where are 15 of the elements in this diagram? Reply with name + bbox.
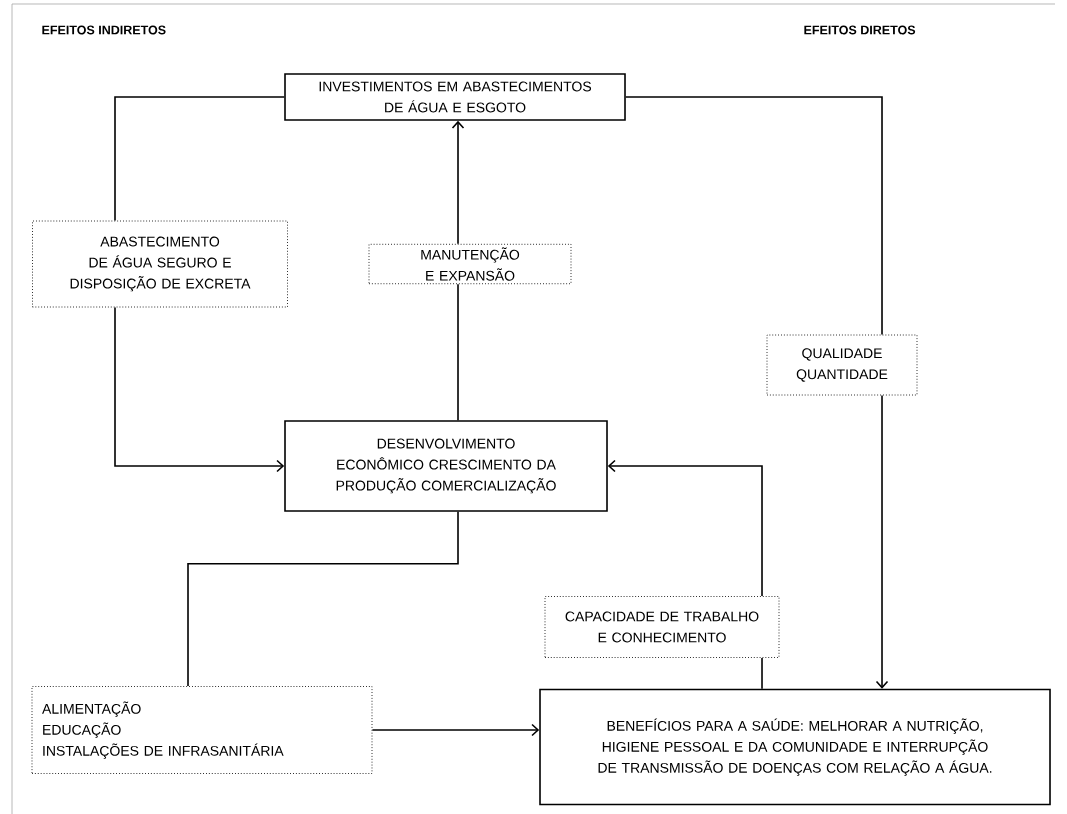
- note-box: CAPACIDADE DE TRABALHO E CONHECIMENTO: [544, 596, 780, 658]
- note-box: ALIMENTAÇÃO EDUCAÇÃO INSTALAÇÕES DE INFRASANITÁRIA: [31, 686, 373, 774]
- process-box: INVESTIMENTOS EM ABASTECIMENTOS DE ÁGUA E ESGOTO: [284, 73, 626, 121]
- arrow: [607, 459, 763, 597]
- section-heading: EFEITOS INDIRETOS: [42, 25, 166, 35]
- note-box: ABASTECIMENTO DE ÁGUA SEGURO E DISPOSIÇÃO DE EXCRETA: [32, 220, 288, 308]
- process-box: BENEFÍCIOS PARA A SAÚDE: MELHORAR A NUTRIÇÃO, HIGIENE PESSOAL E DA COMUNIDADE E INTERRUPÇÃO DE TRANSMISSÃO DE DOENÇAS COM RELAÇÃO A ÁGUA.: [539, 688, 1051, 806]
- arrow: [875, 394, 889, 689]
- arrow: [114, 306, 285, 473]
- process-box: DESENVOLVIMENTO ECONÔMICO CRESCIMENTO DA PRODUÇÃO COMERCIALIZAÇÃO: [284, 420, 608, 512]
- section-heading: EFEITOS DIRETOS: [804, 25, 916, 35]
- arrow: [451, 120, 465, 245]
- note-box: QUALIDADE QUANTIDADE: [766, 334, 918, 396]
- arrow: [371, 723, 540, 737]
- note-box: MANUTENÇÃO E EXPANSÃO: [368, 243, 572, 285]
